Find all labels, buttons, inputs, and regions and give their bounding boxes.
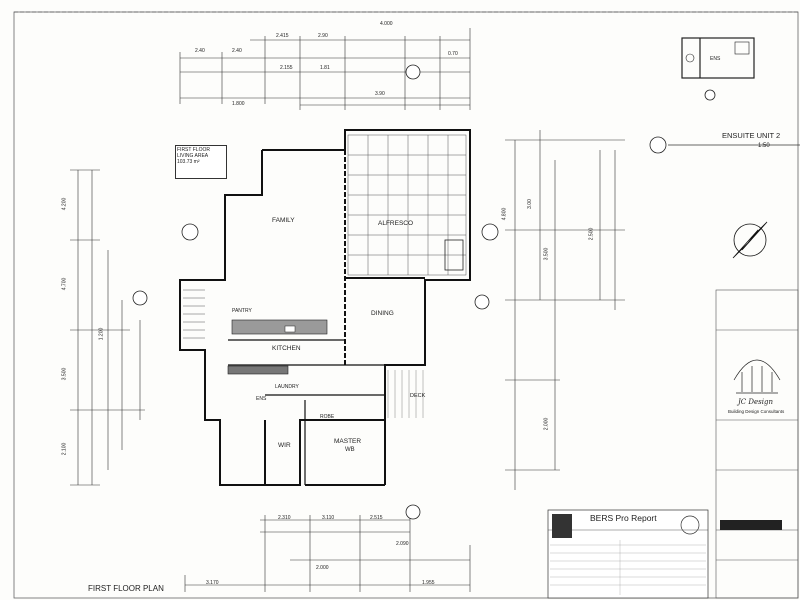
room-label-master-num: WB [345, 447, 355, 453]
alfresco-bbq [444, 239, 464, 271]
inset-scale: 1:50 [758, 143, 770, 149]
dim-left-3: 3.500 [61, 367, 68, 381]
dim-bottom-6: 1.955 [422, 580, 435, 586]
dim-left-2: 1.200 [98, 327, 105, 341]
room-label-robe: ROBE [320, 414, 335, 420]
title-block-frame [715, 289, 799, 599]
dim-right-0: 4.800 [501, 207, 508, 221]
dim-top-6: 2.155 [280, 65, 293, 71]
dim-right-2: 3.500 [543, 247, 550, 261]
cooktop [284, 325, 296, 333]
room-label-laundry: LAUNDRY [275, 384, 299, 390]
inset-room-label: ENS [710, 56, 721, 62]
section-markers [132, 64, 716, 520]
dimension-lines-right [505, 130, 625, 490]
room-label-master: MASTER [334, 438, 362, 445]
dim-left-1: 4.700 [61, 277, 68, 291]
logo-graphic [733, 359, 781, 394]
inset-ensuite-drawing [681, 37, 755, 79]
area-box-line1: FIRST FLOOR [177, 147, 210, 153]
dim-left-4: 2.100 [61, 442, 68, 456]
dimension-lines-top [179, 28, 471, 110]
dim-bottom-4: 2.000 [316, 565, 329, 571]
kitchen-bench [231, 319, 328, 335]
dimension-lines-bottom [184, 515, 471, 592]
dim-bottom-1: 3.110 [322, 515, 335, 521]
area-box-line3: 103.73 m² [177, 159, 200, 165]
dim-right-4: 2.000 [543, 417, 550, 431]
dim-top-7: 3.90 [375, 91, 385, 97]
dim-top-5: 1.81 [320, 65, 330, 71]
dim-top-2: 2.415 [276, 33, 289, 39]
area-box-line2: LIVING AREA [177, 153, 209, 159]
dim-right-3: 2.500 [588, 227, 595, 241]
alfresco-grid [347, 134, 467, 276]
dim-bottom-2: 2.515 [370, 515, 383, 521]
bers-title: BERS Pro Report [590, 513, 657, 523]
dim-left-0: 4.200 [61, 197, 68, 211]
dim-bottom-0: 2.310 [278, 515, 291, 521]
logo-text: JC Design [738, 398, 773, 406]
room-label-family: FAMILY [272, 217, 295, 224]
bers-panel [547, 509, 709, 599]
room-label-kitchen: KITCHEN [272, 345, 301, 352]
room-label-dining: DINING [371, 310, 394, 317]
north-arrow [732, 221, 768, 259]
dim-top-3: 2.90 [318, 33, 328, 39]
walls [179, 129, 471, 486]
dim-top-4: 4.000 [380, 21, 393, 27]
area-box: FIRST FLOOR LIVING AREA 103.73 m² [175, 145, 227, 179]
room-label-alfresco: ALFRESCO [378, 220, 414, 227]
bers-logo [552, 514, 572, 538]
dim-top-1: 2.40 [232, 48, 242, 54]
sheet-title: FIRST FLOOR PLAN [88, 584, 164, 593]
redacted-bar [720, 520, 782, 530]
deck-boards [387, 370, 424, 418]
dimension-lines-left [70, 169, 145, 486]
company-name: Building Design Consultants [728, 409, 785, 414]
dim-right-1: 3.00 [526, 199, 533, 209]
kitchen-back-bench [227, 365, 289, 375]
stairs [183, 289, 205, 339]
bers-table-lines [550, 540, 706, 595]
room-label-ens: ENS [256, 396, 267, 402]
dim-top-8: 1.800 [232, 101, 245, 107]
room-label-pantry: PANTRY [232, 308, 252, 314]
inset-title: ENSUITE UNIT 2 [722, 131, 781, 140]
dim-bottom-5: 3.170 [206, 580, 219, 586]
dim-bottom-3: 2.090 [396, 541, 409, 547]
dim-top-9: 0.70 [448, 51, 458, 57]
dim-top-0: 2.40 [195, 48, 205, 54]
room-label-wir: WIR [278, 442, 291, 449]
room-label-deck: DECK [410, 393, 426, 399]
